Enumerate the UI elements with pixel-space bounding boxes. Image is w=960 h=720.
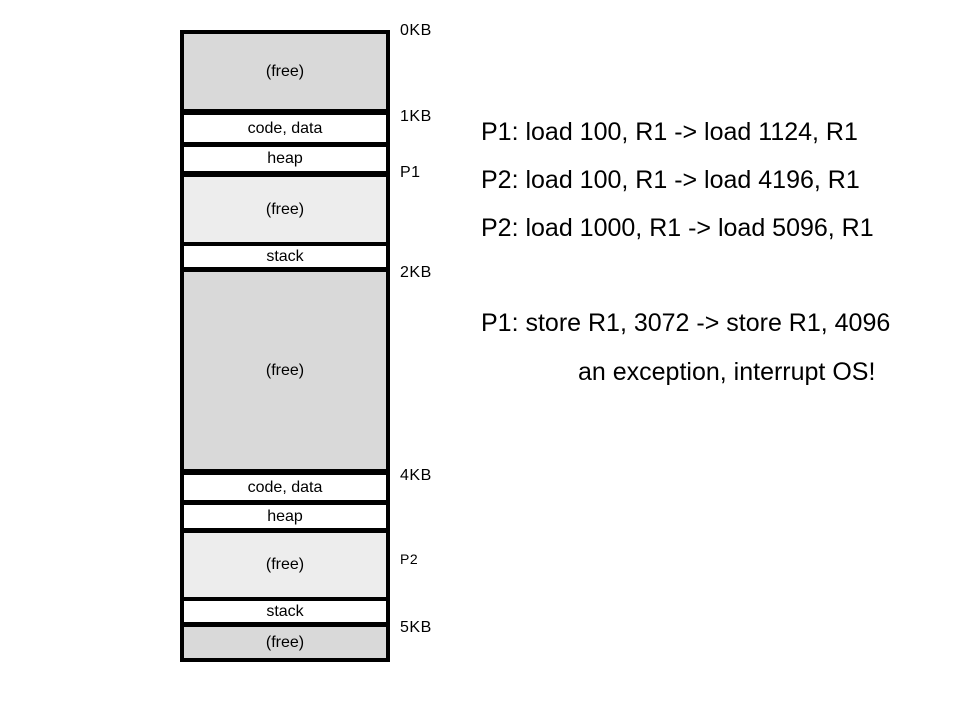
translation-line-2: P2: load 100, R1 -> load 4196, R1 bbox=[481, 166, 860, 194]
address-2kb: 2KB bbox=[400, 264, 432, 281]
segment-free: (free) bbox=[184, 627, 386, 658]
segment-free: (free) bbox=[184, 34, 386, 109]
process-p2-label: P2 bbox=[400, 551, 419, 567]
address-0kb: 0KB bbox=[400, 22, 432, 39]
segment-p1-code-data: code, data bbox=[184, 115, 386, 142]
segment-p2-heap: heap bbox=[184, 505, 386, 528]
memory-column: (free) code, data heap (free) stack (fre… bbox=[180, 30, 390, 662]
segment-p2-free: (free) bbox=[184, 533, 386, 597]
segment-free: (free) bbox=[184, 272, 386, 469]
translation-line-3: P2: load 1000, R1 -> load 5096, R1 bbox=[481, 214, 874, 242]
segment-p1-stack: stack bbox=[184, 246, 386, 267]
address-1kb: 1KB bbox=[400, 108, 432, 125]
address-5kb: 5KB bbox=[400, 619, 432, 636]
address-4kb: 4KB bbox=[400, 467, 432, 484]
process-p1-label: P1 bbox=[400, 164, 421, 181]
translation-line-1: P1: load 100, R1 -> load 1124, R1 bbox=[481, 118, 858, 146]
segment-p1-heap: heap bbox=[184, 147, 386, 171]
segment-p1-free: (free) bbox=[184, 177, 386, 242]
exception-note: an exception, interrupt OS! bbox=[578, 358, 876, 386]
segment-p2-code-data: code, data bbox=[184, 475, 386, 500]
segment-p2-stack: stack bbox=[184, 601, 386, 622]
translation-line-4: P1: store R1, 3072 -> store R1, 4096 bbox=[481, 309, 891, 337]
